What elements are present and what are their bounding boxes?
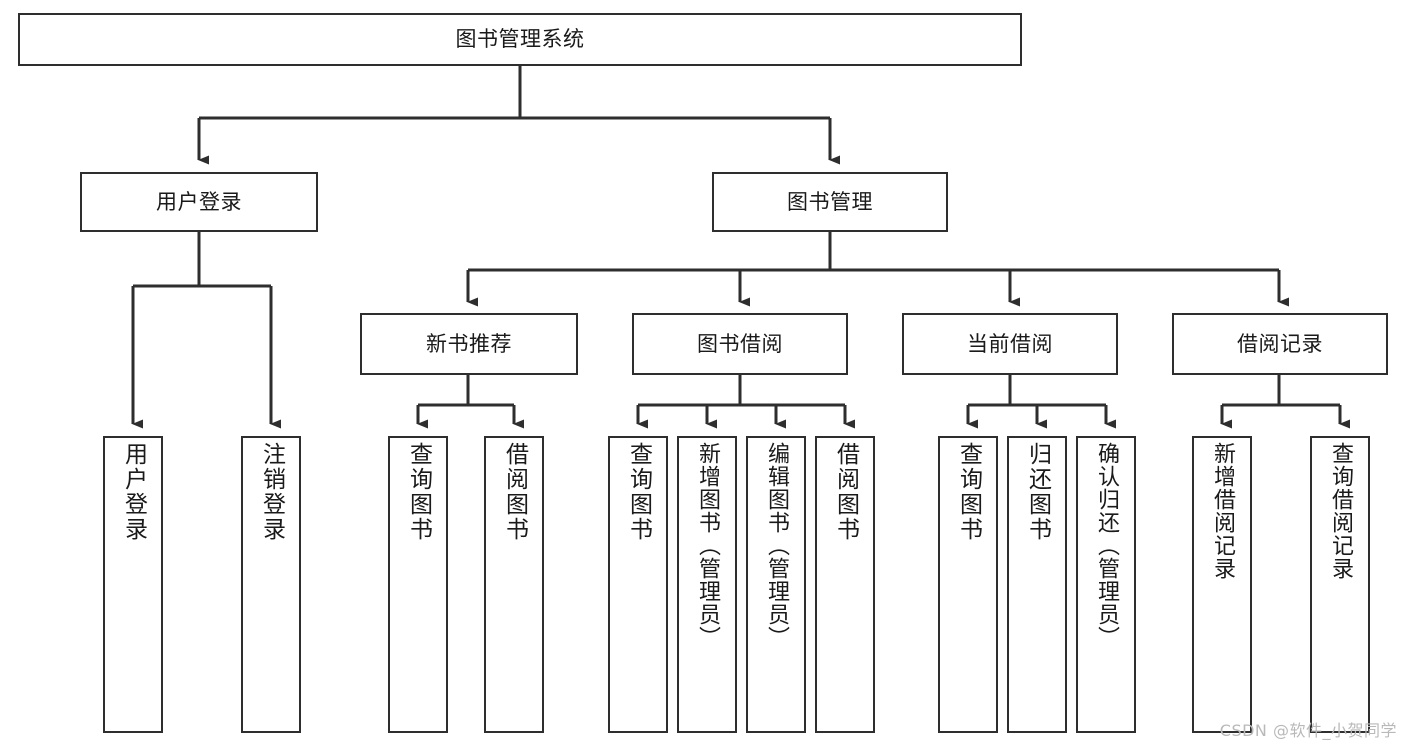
node-root[interactable]: 图书管理系统: [18, 13, 1022, 66]
node-leaf-return-book-label: 归还图书: [1024, 442, 1051, 542]
node-leaf-query-book-1-label: 查询图书: [405, 442, 432, 542]
node-leaf-logout-label: 注销登录: [258, 442, 285, 542]
node-borrow-record[interactable]: 借阅记录: [1172, 313, 1388, 375]
node-leaf-query-book-2-label: 查询图书: [625, 442, 652, 542]
node-leaf-query-record-label: 查询借阅记录: [1328, 442, 1353, 580]
node-leaf-add-record-label: 新增借阅记录: [1210, 442, 1235, 580]
node-root-label: 图书管理系统: [455, 27, 585, 52]
node-leaf-edit-book[interactable]: 编辑图书（管理员）: [746, 436, 806, 733]
node-leaf-add-book[interactable]: 新增图书（管理员）: [677, 436, 737, 733]
node-leaf-add-book-label: 新增图书（管理员）: [695, 442, 720, 649]
node-book-borrow[interactable]: 图书借阅: [632, 313, 848, 375]
node-leaf-query-book-3-label: 查询图书: [955, 442, 982, 542]
node-book-manage-label: 图书管理: [787, 189, 873, 214]
node-leaf-query-book-1[interactable]: 查询图书: [388, 436, 448, 733]
node-leaf-logout[interactable]: 注销登录: [241, 436, 301, 733]
node-leaf-query-book-2[interactable]: 查询图书: [608, 436, 668, 733]
node-leaf-confirm-return[interactable]: 确认归还（管理员）: [1076, 436, 1136, 733]
node-leaf-return-book[interactable]: 归还图书: [1007, 436, 1067, 733]
watermark-text: CSDN @软件_小贺同学: [1219, 721, 1397, 740]
node-leaf-borrow-book-2-label: 借阅图书: [832, 442, 859, 542]
node-leaf-borrow-book-1-label: 借阅图书: [501, 442, 528, 542]
node-current-borrow[interactable]: 当前借阅: [902, 313, 1118, 375]
node-leaf-edit-book-label: 编辑图书（管理员）: [764, 442, 789, 649]
node-book-borrow-label: 图书借阅: [697, 331, 783, 356]
node-leaf-add-record[interactable]: 新增借阅记录: [1192, 436, 1252, 733]
node-user-login[interactable]: 用户登录: [80, 172, 318, 232]
node-borrow-record-label: 借阅记录: [1237, 331, 1323, 356]
node-current-borrow-label: 当前借阅: [967, 331, 1053, 356]
node-leaf-borrow-book-2[interactable]: 借阅图书: [815, 436, 875, 733]
node-leaf-user-login-label: 用户登录: [120, 442, 147, 542]
node-leaf-confirm-return-label: 确认归还（管理员）: [1094, 442, 1119, 649]
node-leaf-user-login[interactable]: 用户登录: [103, 436, 163, 733]
node-leaf-query-book-3[interactable]: 查询图书: [938, 436, 998, 733]
node-user-login-label: 用户登录: [156, 189, 242, 214]
node-leaf-query-record[interactable]: 查询借阅记录: [1310, 436, 1370, 733]
node-book-manage[interactable]: 图书管理: [712, 172, 948, 232]
node-new-book-rec[interactable]: 新书推荐: [360, 313, 578, 375]
node-leaf-borrow-book-1[interactable]: 借阅图书: [484, 436, 544, 733]
node-new-book-rec-label: 新书推荐: [426, 331, 512, 356]
